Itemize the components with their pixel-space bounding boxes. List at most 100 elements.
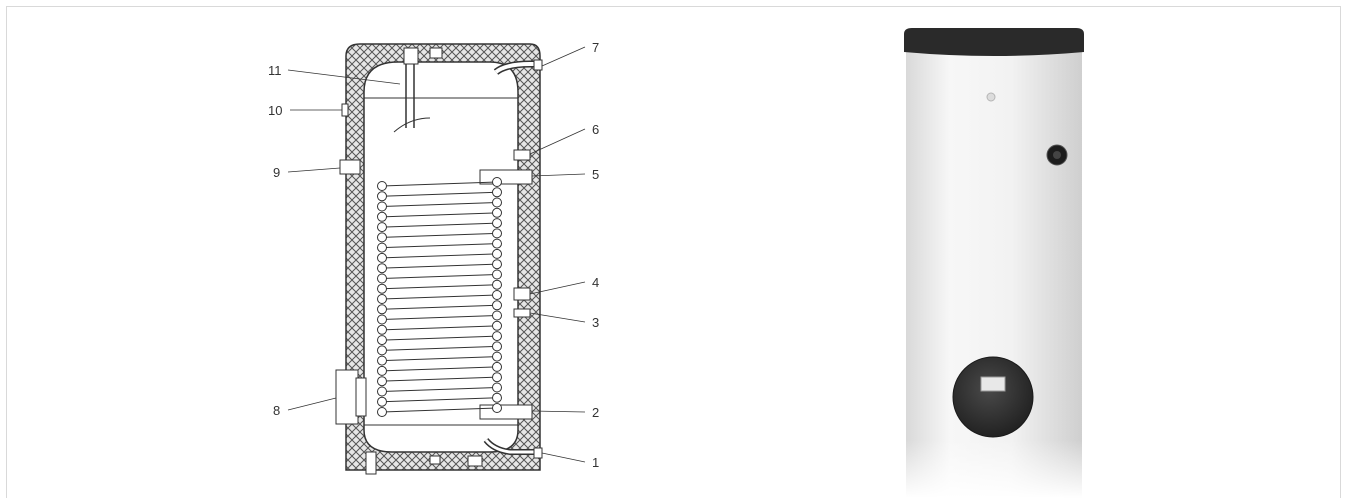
callout-leader-7 xyxy=(541,46,586,67)
callout-leader-4 xyxy=(529,281,586,295)
figure-frame xyxy=(6,6,1341,498)
coil-turn xyxy=(381,376,498,382)
coil-tube-section xyxy=(377,201,387,212)
coil-tube-section xyxy=(492,361,502,372)
tank-top-cap xyxy=(904,28,1084,56)
coil-tube-section xyxy=(377,263,387,274)
callout-leader-8 xyxy=(287,397,337,411)
callout-label-2: 2 xyxy=(592,405,599,420)
callout-label-4: 4 xyxy=(592,275,599,290)
coil-tube-section xyxy=(377,191,387,202)
display-window xyxy=(980,376,1006,392)
coil-tube-section xyxy=(377,222,387,233)
callout-label-9: 9 xyxy=(273,165,280,180)
coil-tube-section xyxy=(492,177,502,187)
coil-turn xyxy=(381,273,498,279)
coil-tube-section xyxy=(377,396,387,407)
coil-turn xyxy=(381,284,498,290)
callout-label-11: 11 xyxy=(268,63,282,78)
callout-label-8: 8 xyxy=(273,403,280,418)
coil-tube-section xyxy=(377,252,387,263)
coil-turn xyxy=(381,263,498,269)
top-sensor-plug xyxy=(986,92,996,102)
coil-tube-section xyxy=(492,300,502,311)
callout-label-5: 5 xyxy=(592,167,599,182)
hot-water-outlet xyxy=(533,59,543,71)
support-foot-right xyxy=(467,455,483,467)
coil-tube-section xyxy=(492,218,502,229)
callout-label-1: 1 xyxy=(592,455,599,470)
coil-turn xyxy=(381,397,498,403)
coil-tube-section xyxy=(377,345,387,356)
control-panel xyxy=(952,356,1034,438)
coil-tube-section xyxy=(492,331,502,342)
coil-tube-section xyxy=(377,181,387,191)
coil-turn xyxy=(381,222,498,228)
coil-tube-section xyxy=(377,273,387,284)
coil-tube-section xyxy=(377,294,387,304)
coil-turn xyxy=(381,181,498,187)
coil-turn xyxy=(381,294,498,300)
callout-leader-3 xyxy=(529,312,586,323)
support-foot-left xyxy=(365,451,377,475)
coil-tube-section xyxy=(492,290,502,300)
coil-tube-section xyxy=(377,324,387,335)
coil-turn xyxy=(381,366,498,372)
coil-tube-section xyxy=(492,403,502,413)
coil-tube-section xyxy=(377,355,387,366)
bottom-port xyxy=(429,455,441,465)
coil-tube-section xyxy=(377,211,387,222)
coil-tube-section xyxy=(492,259,502,270)
coil-tube-section xyxy=(492,228,502,239)
sensor-port-10 xyxy=(341,103,349,117)
coil-tube-section xyxy=(492,310,502,321)
coil-tube-section xyxy=(492,279,502,290)
callout-label-6: 6 xyxy=(592,122,599,137)
heat-exchanger-coil xyxy=(377,177,502,417)
port-9 xyxy=(339,159,361,175)
coil-turn xyxy=(381,386,498,392)
coil-tube-section xyxy=(377,314,387,325)
coil-turn xyxy=(381,335,498,341)
coil-tube-section xyxy=(492,269,502,280)
coil-turn xyxy=(381,212,498,218)
thermo-well xyxy=(405,64,415,128)
coil-tube-section xyxy=(377,376,387,387)
callout-leader-5 xyxy=(531,173,586,177)
boiler-cutaway-diagram xyxy=(335,43,543,475)
port-4 xyxy=(513,287,531,301)
coil-tube-section xyxy=(377,386,387,397)
coil-turn xyxy=(381,345,498,351)
floor-fade xyxy=(900,440,1090,498)
coil-turn xyxy=(381,407,498,413)
callout-label-7: 7 xyxy=(592,40,599,55)
coil-tube-section xyxy=(492,248,502,259)
coil-tube-section xyxy=(377,304,387,315)
coil-turn xyxy=(381,356,498,362)
callout-leader-9 xyxy=(287,167,341,173)
callouts: 11 10 9 8 7 6 5 4 3 2 1 xyxy=(268,40,599,470)
coil-tube-section xyxy=(377,283,387,294)
top-port xyxy=(429,47,443,59)
coil-tube-section xyxy=(377,232,387,243)
coil-tube-section xyxy=(492,238,502,249)
port-3 xyxy=(513,308,531,318)
callout-label-3: 3 xyxy=(592,315,599,330)
coil-outlet-2 xyxy=(479,404,533,420)
port-6 xyxy=(513,149,531,161)
coil-tube-section xyxy=(492,351,502,362)
coil-tube-section xyxy=(492,382,502,393)
coil-tube-section xyxy=(492,197,502,208)
coil-turn xyxy=(381,191,498,197)
inner-tank xyxy=(363,61,519,453)
boiler-product-image xyxy=(900,28,1090,498)
coil-turn xyxy=(381,243,498,249)
coil-tube-section xyxy=(492,341,502,352)
thermo-well-tip xyxy=(393,117,431,133)
callout-leader-2 xyxy=(531,410,586,413)
coil-turn xyxy=(381,304,498,310)
coil-turn xyxy=(381,232,498,238)
coil-tube-section xyxy=(377,365,387,376)
cold-water-inlet xyxy=(533,447,543,459)
